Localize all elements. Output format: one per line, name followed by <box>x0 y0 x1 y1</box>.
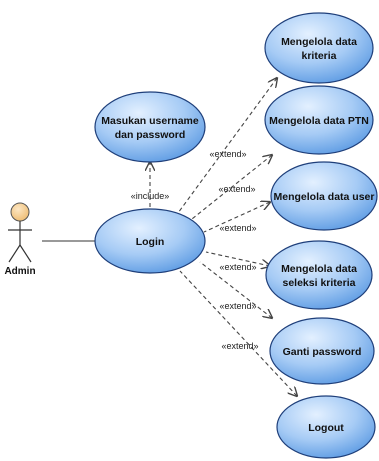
extend-arrow-ganti-password <box>199 261 272 318</box>
actor-label: Admin <box>4 266 35 277</box>
use-case-login: Login <box>94 208 206 274</box>
use-case-label: Mengelola data user <box>274 191 375 203</box>
extend-label-seleksi: «extend» <box>219 262 256 272</box>
use-case-kriteria: Mengelola data kriteria <box>264 12 374 84</box>
use-case-logout: Logout <box>276 395 376 459</box>
use-case-label: seleksi kriteria <box>283 277 356 289</box>
extend-arrow-ptn <box>191 155 272 220</box>
use-case-label: Ganti password <box>283 346 362 358</box>
extend-arrow-user <box>203 202 270 233</box>
use-case-user: Mengelola data user <box>270 161 378 231</box>
use-case-label: dan password <box>115 129 186 141</box>
extend-label-ptn: «extend» <box>218 184 255 194</box>
use-case-seleksi: Mengelola data seleksi kriteria <box>265 240 373 310</box>
extend-label-user: «extend» <box>219 223 256 233</box>
use-case-label: Mengelola data PTN <box>269 115 369 127</box>
use-case-ptn: Mengelola data PTN <box>264 85 374 155</box>
extend-label-kriteria: «extend» <box>209 149 246 159</box>
actor-left-leg <box>8 244 21 263</box>
use-case-label: kriteria <box>301 50 336 62</box>
extend-arrow-seleksi <box>205 251 270 266</box>
use-case-label: Logout <box>308 422 344 434</box>
extend-label-logout: «extend» <box>221 341 258 351</box>
use-case-masukan-username: Masukan username dan password <box>94 91 206 163</box>
use-case-ganti-password: Ganti password <box>269 317 375 385</box>
include-label: «include» <box>131 191 170 201</box>
admin-actor: Admin <box>4 202 36 277</box>
use-case-label: Mengelola data <box>281 263 357 275</box>
extend-arrow-logout <box>179 270 297 396</box>
use-case-label: Masukan username <box>101 115 199 127</box>
use-case-label: Login <box>136 236 165 248</box>
extend-label-ganti-password: «extend» <box>219 301 256 311</box>
use-case-label: Mengelola data <box>281 36 357 48</box>
actor-right-leg <box>19 244 32 263</box>
actor-head <box>10 202 30 222</box>
